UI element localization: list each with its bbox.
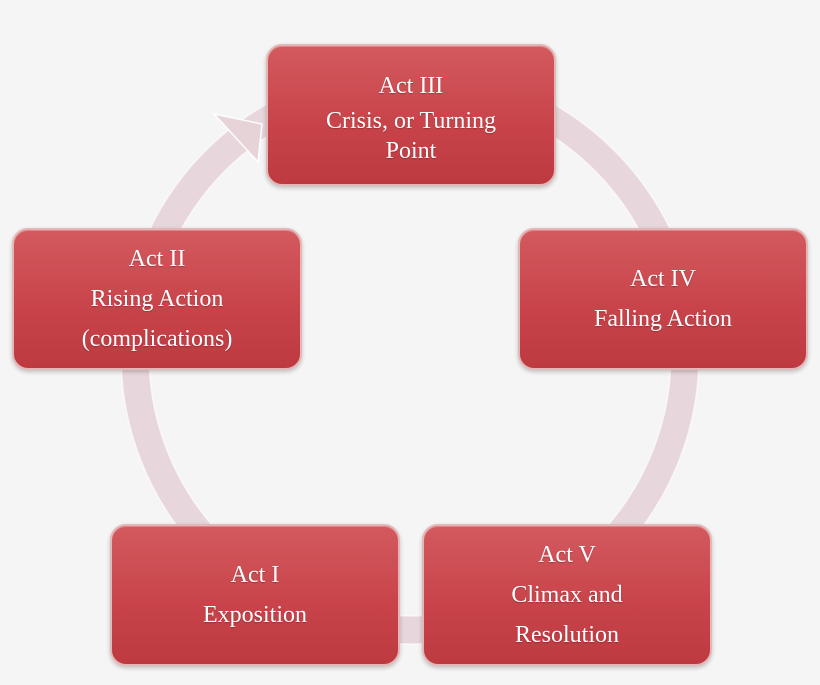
- stage-title: Act III: [378, 73, 444, 99]
- stage-box-act-1: Act I Exposition: [110, 524, 400, 666]
- stage-box-act-4: Act IV Falling Action: [518, 228, 808, 370]
- stage-title: Act V: [538, 542, 596, 568]
- stage-title: Act II: [128, 246, 186, 272]
- stage-line: Point: [385, 138, 437, 164]
- stage-title: Act I: [230, 562, 280, 588]
- stage-box-act-2: Act II Rising Action (complications): [12, 228, 302, 370]
- stage-title: Act IV: [630, 266, 696, 292]
- stage-box-act-3: Act III Crisis, or Turning Point: [266, 44, 556, 186]
- stage-line: Resolution: [514, 622, 619, 648]
- stage-line: Falling Action: [594, 306, 732, 332]
- stage-line: Crisis, or Turning: [325, 108, 497, 134]
- stage-line: (complications): [81, 326, 233, 352]
- stage-line: Rising Action: [90, 286, 224, 312]
- stage-box-act-5: Act V Climax and Resolution: [422, 524, 712, 666]
- stage-line: Climax and: [511, 582, 623, 608]
- stage-line: Exposition: [202, 602, 307, 628]
- cycle-arrow-head: [211, 112, 263, 164]
